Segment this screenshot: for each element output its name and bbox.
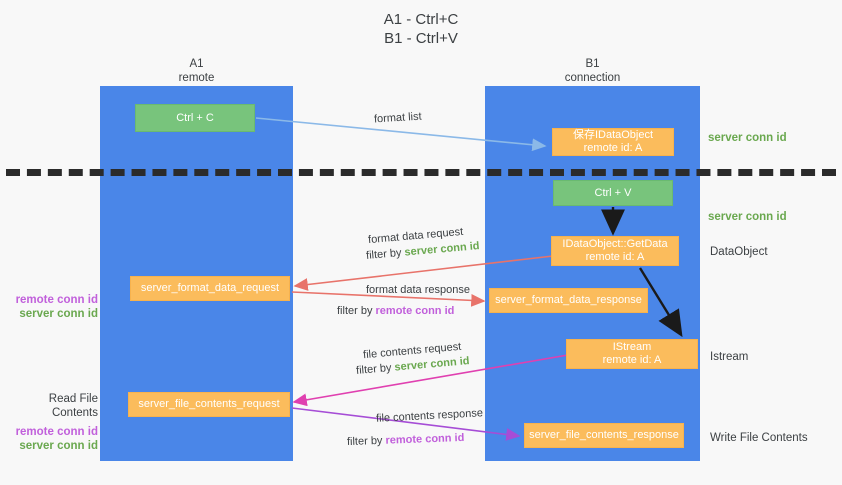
box-server-format-data-request[interactable]: server_format_data_request <box>130 276 290 301</box>
lane-header-b1: B1 connection <box>564 58 621 84</box>
label-left-remote-conn-id-2: remote conn id <box>15 426 98 438</box>
box-server-file-contents-request[interactable]: server_file_contents_request <box>128 392 290 417</box>
label-left-conn-ids-1: remote conn id server conn id <box>8 279 98 335</box>
filter-by-label: filter by <box>365 246 406 262</box>
annotation-file-contents-response-filter: filter by remote conn id <box>347 431 465 450</box>
annotation-format-data-response: format data response <box>366 284 470 296</box>
lane-header-a1: A1 remote <box>178 58 215 84</box>
filter-by-label: filter by <box>355 361 396 377</box>
box-idataobject-getdata[interactable]: IDataObject::GetData remote id: A <box>551 236 679 266</box>
filter-by-label: filter by <box>346 434 386 449</box>
phase-separator-dashed-line <box>6 169 836 176</box>
box-istream[interactable]: IStream remote id: A <box>566 339 698 369</box>
label-left-remote-conn-id-1: remote conn id <box>15 294 98 306</box>
remote-conn-id-token: remote conn id <box>375 305 455 317</box>
label-write-file-contents: Write File Contents <box>710 432 808 444</box>
label-right-server-conn-id-1: server conn id <box>708 132 787 144</box>
box-save-idataobject[interactable]: 保存IDataObject remote id: A <box>552 128 674 156</box>
annotation-format-list: format list <box>373 110 422 126</box>
remote-conn-id-token: remote conn id <box>385 431 465 447</box>
label-read-file-contents: Read File Contents <box>48 393 98 419</box>
box-server-file-contents-response[interactable]: server_file_contents_response <box>524 423 684 448</box>
page-title: A1 - Ctrl+C B1 - Ctrl+V <box>383 11 459 47</box>
annotation-format-data-response-filter: filter by remote conn id <box>337 304 454 319</box>
box-ctrl-c[interactable]: Ctrl + C <box>135 104 255 132</box>
label-left-server-conn-id-1: server conn id <box>19 308 98 320</box>
filter-by-label: filter by <box>337 305 376 317</box>
label-dataobject: DataObject <box>710 246 768 258</box>
box-server-format-data-response[interactable]: server_format_data_response <box>489 288 648 313</box>
box-ctrl-v[interactable]: Ctrl + V <box>553 180 673 206</box>
label-right-server-conn-id-2: server conn id <box>708 211 787 223</box>
label-left-server-conn-id-2: server conn id <box>19 440 98 452</box>
annotation-file-contents-response: file contents response <box>375 407 484 425</box>
label-istream: Istream <box>710 351 749 363</box>
label-left-conn-ids-2: remote conn id server conn id <box>8 411 98 467</box>
